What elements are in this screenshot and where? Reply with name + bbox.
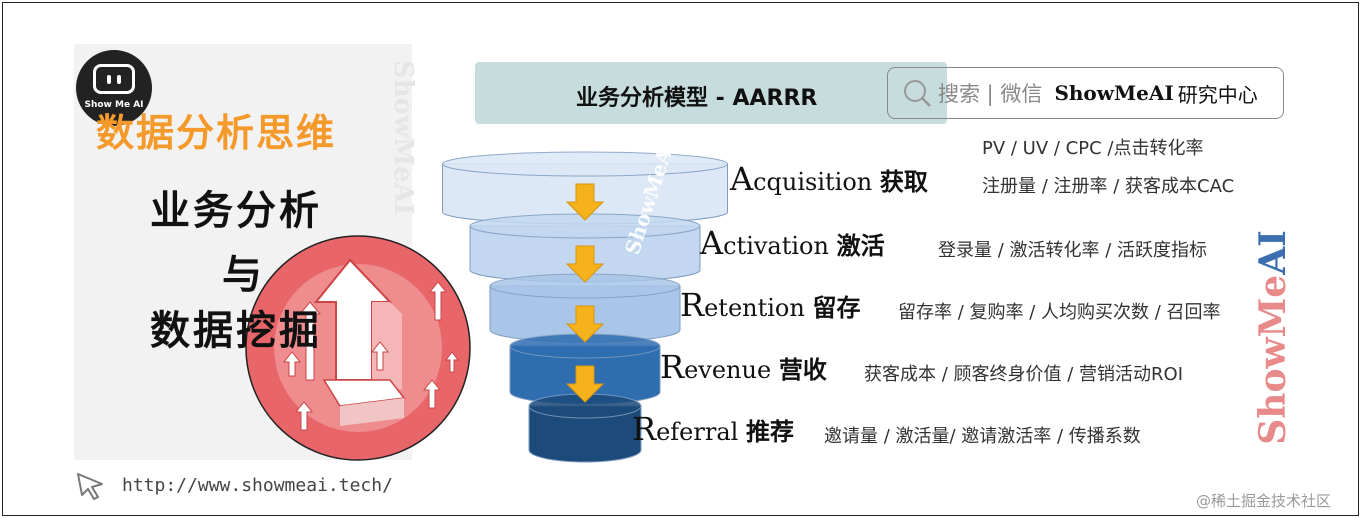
search-box[interactable]: 搜索 | 微信 ShowMeAI 研究中心 [887, 67, 1284, 119]
stage-label-activation: Activation 激活 [700, 224, 885, 262]
header-band [475, 62, 947, 124]
stage-label-referral: Referral 推荐 [632, 410, 794, 448]
down-arrow-icon-4 [565, 365, 605, 403]
cursor-icon [77, 473, 103, 500]
stage-label-revenue: Revenue 营收 [660, 348, 827, 386]
robot-face-icon [93, 64, 135, 94]
brand-name: ShowMeAI [1054, 81, 1174, 105]
cover-title-line2: 与 [222, 252, 265, 298]
metrics-referral: 邀请量 / 激活量/ 邀请激活率 / 传播系数 [824, 426, 1141, 447]
logo-text: Show Me AI [84, 100, 144, 110]
metrics-acquisition: 注册量 / 注册率 / 获客成本CAC [982, 176, 1235, 197]
diagram-title: 业务分析模型 - AARRR [576, 86, 818, 111]
website-url: http://www.showmeai.tech/ [122, 474, 393, 496]
metrics-retention: 留存率 / 复购率 / 人均购买次数 / 召回率 [898, 302, 1221, 323]
down-arrow-icon-1 [565, 183, 605, 221]
corner-mark: @稀土掘金技术社区 [1196, 492, 1332, 510]
right-watermark-top: AI [1252, 230, 1294, 275]
metrics-revenue: 获客成本 / 顾客终身价值 / 营销活动ROI [864, 364, 1183, 385]
metrics-activation: 登录量 / 激活转化率 / 活跃度指标 [938, 240, 1208, 261]
aarrr-funnel [442, 151, 728, 463]
website-link[interactable]: http://www.showmeai.tech/ [74, 470, 393, 500]
stage-label-retention: Retention 留存 [680, 286, 861, 324]
funnel-tier-referral [528, 393, 642, 463]
metrics-acquisition-top: PV / UV / CPC /点击转化率 [982, 138, 1204, 159]
search-hint: 搜索 | 微信 [938, 82, 1043, 106]
cover-title-line1: 业务分析 [150, 188, 322, 234]
down-arrow-icon-2 [565, 245, 605, 283]
stage-label-acquisition: Acquisition 获取 [730, 160, 928, 198]
search-icon [904, 80, 931, 107]
side-watermark: ShowMeAI [388, 60, 418, 216]
brand-suffix: 研究中心 [1177, 82, 1258, 107]
series-title: 数据分析思维 [96, 111, 337, 155]
down-arrow-icon-3 [565, 305, 605, 343]
cover-title-line3: 数据挖掘 [150, 308, 322, 354]
right-watermark-bottom: ShowMe [1252, 274, 1294, 445]
showmeai-logo: Show Me AI [76, 50, 152, 126]
right-watermark: ShowMeAI [1252, 230, 1294, 445]
growth-circle-illustration [245, 235, 471, 461]
